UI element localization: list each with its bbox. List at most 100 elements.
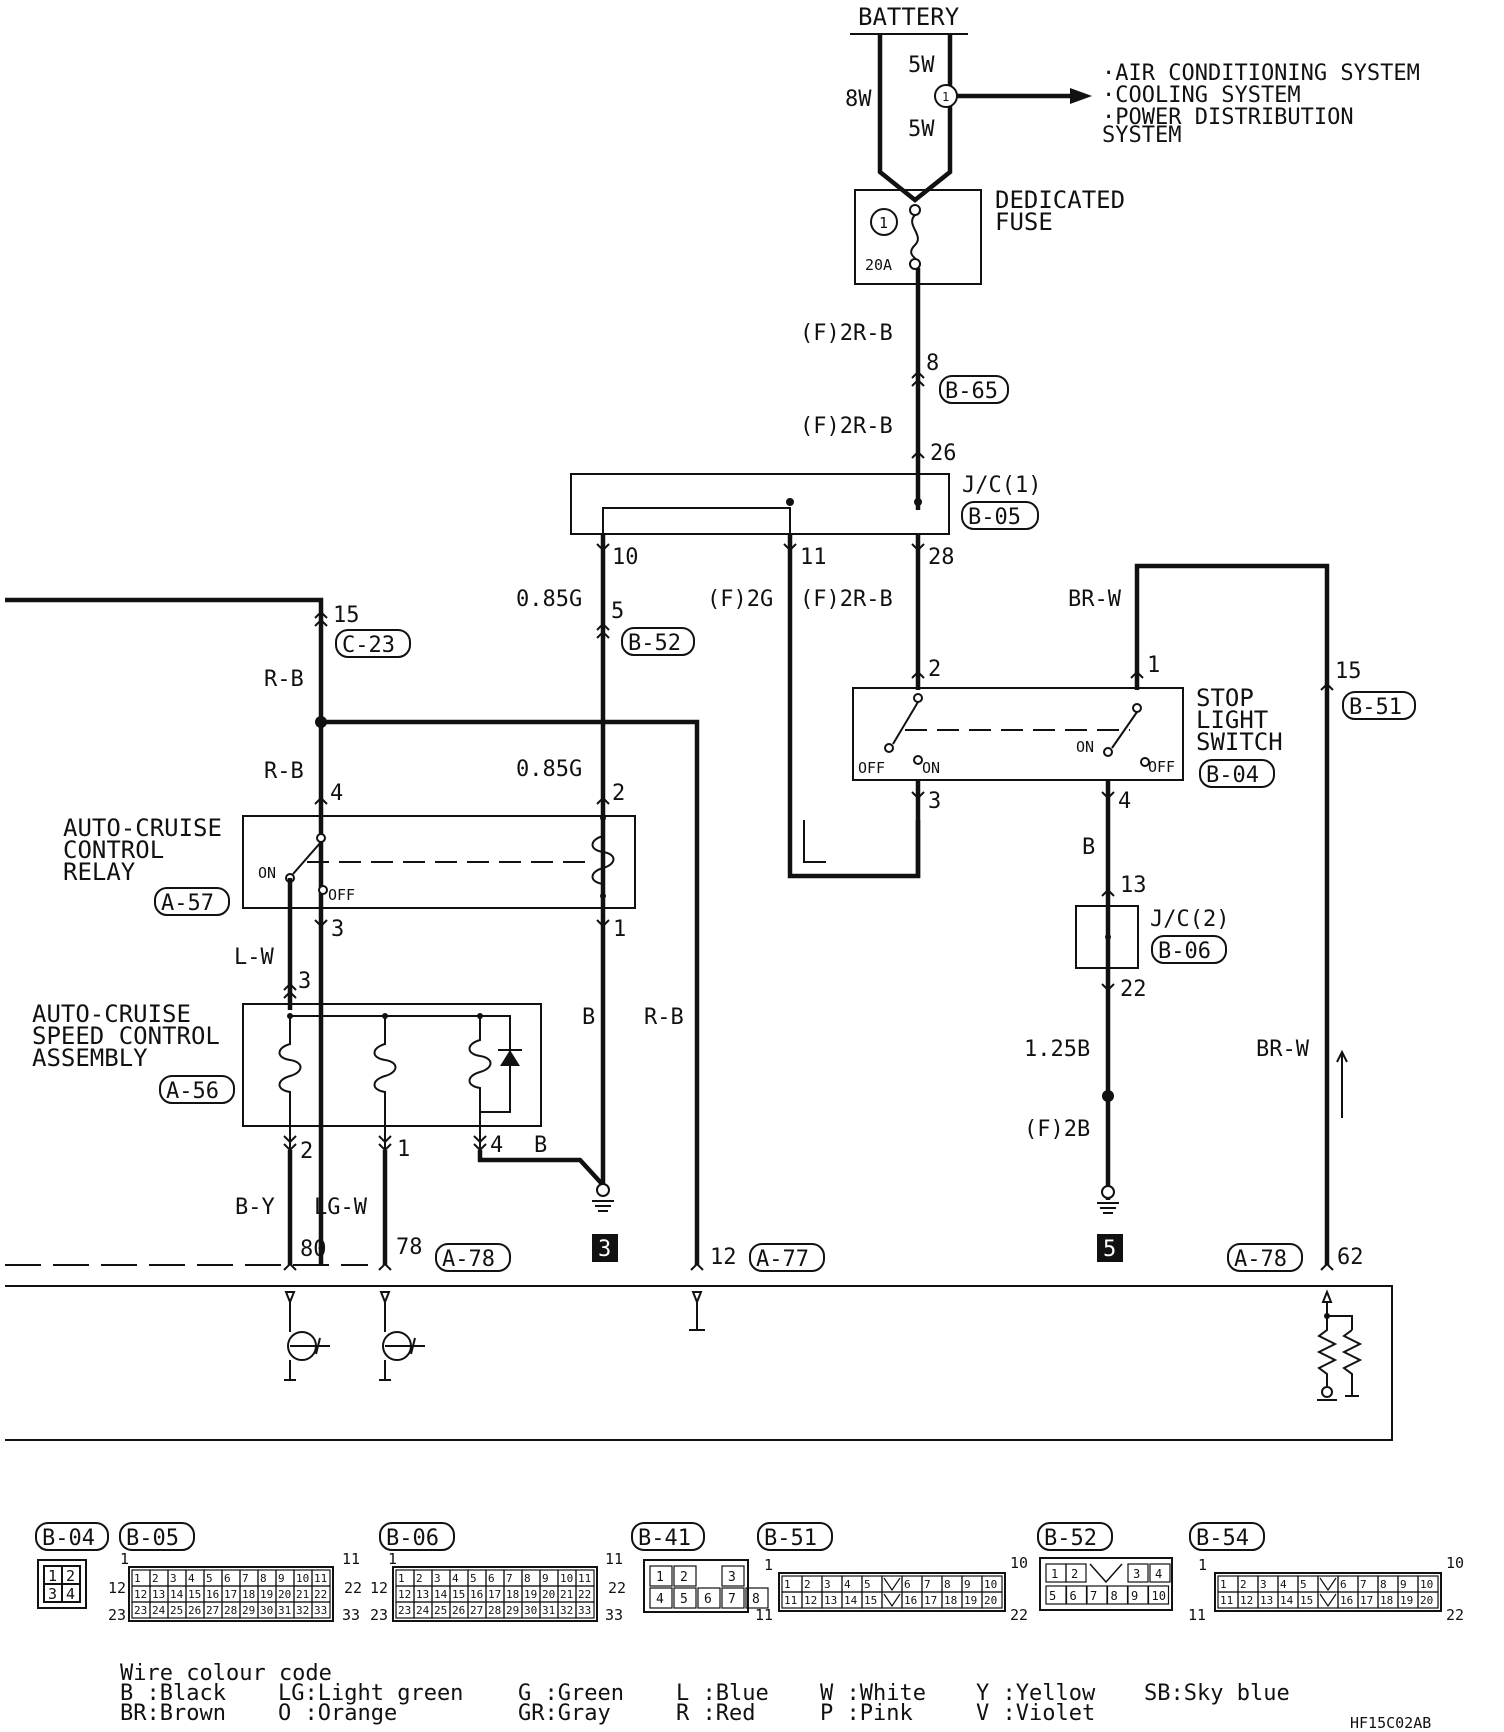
- ground-5-number: 5: [1103, 1237, 1116, 1262]
- svg-text:B-65: B-65: [945, 379, 998, 404]
- svg-text:10: 10: [1010, 1554, 1028, 1572]
- jc2-label: J/C(2): [1150, 907, 1229, 932]
- connector-pin-number: 14: [1280, 1594, 1294, 1607]
- dest-ac: ·AIR CONDITIONING SYSTEM: [1102, 61, 1420, 86]
- svg-text:A-56: A-56: [166, 1079, 219, 1104]
- connector-pin-number: 8: [1111, 1589, 1118, 1603]
- wire-brw-2: BR-W: [1256, 1037, 1310, 1062]
- pin-80: 80: [300, 1237, 327, 1262]
- connector-pin-number: 20: [1420, 1594, 1433, 1607]
- connector-pin-number: 23: [398, 1604, 411, 1617]
- legend-l: L :Blue: [676, 1681, 769, 1706]
- connector-pin-number: 1: [784, 1578, 791, 1591]
- connector-pin-number: 3: [824, 1578, 831, 1591]
- assembly-title-1: AUTO-CRUISE: [32, 1000, 191, 1028]
- connector-pin-number: 2: [1240, 1578, 1247, 1591]
- cv-label-b06: B-06: [379, 1522, 455, 1551]
- wire-by: B-Y: [235, 1195, 275, 1220]
- switch-on-left: ON: [922, 759, 940, 777]
- connector-pin-number: 15: [452, 1588, 465, 1601]
- connector-b06: B-06: [1151, 935, 1227, 964]
- connector-pin-number: 7: [1360, 1578, 1367, 1591]
- connector-cell: [721, 1587, 745, 1609]
- svg-text:2: 2: [66, 1567, 75, 1585]
- wire-5w-bottom: 5W: [908, 117, 935, 142]
- connector-pin-number: 5: [470, 1572, 477, 1585]
- connector-cell: [697, 1587, 721, 1609]
- connector-pin-number: 27: [206, 1604, 219, 1617]
- connector-pin-number: 20: [542, 1588, 555, 1601]
- connector-pin-number: 19: [524, 1588, 537, 1601]
- connector-cell: [1149, 1563, 1171, 1583]
- connector-pin-number: 8: [1380, 1578, 1387, 1591]
- connector-pin-number: 11: [314, 1572, 327, 1585]
- connector-pin-number: 11: [784, 1594, 797, 1607]
- legend-br: BR:Brown: [120, 1701, 226, 1726]
- legend-v: V :Violet: [976, 1701, 1095, 1726]
- svg-text:B-52: B-52: [628, 631, 681, 656]
- auto-cruise-speed-control-assembly: 3 AUTO-CRUISE SPEED CONTROL ASSEMBLY A-5…: [32, 969, 542, 1164]
- connector-pin-number: 10: [560, 1572, 573, 1585]
- connector-pin-number: 8: [260, 1572, 267, 1585]
- connector-pin-number: 11: [578, 1572, 591, 1585]
- connector-pin-number: 22: [314, 1588, 327, 1601]
- connector-pin-number: 7: [1090, 1589, 1097, 1603]
- connector-pin-number: 32: [560, 1604, 573, 1617]
- cv-label-b54: B-54: [1189, 1522, 1265, 1551]
- joint-connector-2: J/C(2) B-06: [1075, 905, 1229, 969]
- connector-pin-number: 16: [1340, 1594, 1353, 1607]
- connector-pin-number: 14: [844, 1594, 858, 1607]
- diagram-code: HF15C02AB: [1350, 1714, 1431, 1732]
- connector-pin-number: 10: [296, 1572, 309, 1585]
- ground-3: 3: [592, 1183, 618, 1262]
- connector-pin-number: 20: [278, 1588, 291, 1601]
- svg-text:10: 10: [1446, 1554, 1464, 1572]
- connector-a78-right: A-78: [1227, 1243, 1303, 1272]
- connector-cell: [673, 1565, 697, 1587]
- svg-text:A-57: A-57: [161, 891, 214, 916]
- connector-pin-number: 19: [260, 1588, 273, 1601]
- wire-b-1: B: [1082, 835, 1095, 860]
- connector-pin-number: 13: [1260, 1594, 1273, 1607]
- assembly-pin-1: 1: [397, 1137, 410, 1162]
- wire-colour-legend: Wire colour code B :Black LG:Light green…: [120, 1661, 1290, 1726]
- connector-pin-number: 5: [1049, 1589, 1056, 1603]
- switch-off-right: OFF: [1148, 758, 1175, 776]
- connector-pin-number: 17: [924, 1594, 937, 1607]
- connector-pin-number: 4: [188, 1572, 195, 1585]
- svg-text:A-77: A-77: [756, 1247, 809, 1272]
- pin-1-switch: 1: [1147, 653, 1160, 678]
- connector-pin-number: 17: [488, 1588, 501, 1601]
- cv-label-b52: B-52: [1037, 1522, 1113, 1551]
- connector-cell: [1127, 1563, 1149, 1583]
- assembly-title-2: SPEED CONTROL: [32, 1022, 220, 1050]
- legend-w: W :White: [820, 1681, 926, 1706]
- svg-text:1: 1: [388, 1550, 397, 1568]
- cv-label-b51: B-51: [757, 1522, 833, 1551]
- legend-title: Wire colour code: [120, 1661, 332, 1686]
- connector-pin-number: 16: [904, 1594, 917, 1607]
- svg-text:B-04: B-04: [42, 1526, 95, 1551]
- relay-pin-4: 4: [330, 781, 343, 806]
- connector-pin-number: 18: [242, 1588, 255, 1601]
- connector-pin-number: 26: [188, 1604, 201, 1617]
- connector-pin-number: 10: [1152, 1589, 1166, 1603]
- wire-5w-top: 5W: [908, 53, 935, 78]
- svg-text:B-05: B-05: [126, 1526, 179, 1551]
- pin-26: 26: [930, 441, 957, 466]
- connector-pin-number: 8: [524, 1572, 531, 1585]
- wire-f2b: (F)2B: [1024, 1117, 1090, 1142]
- wire-085g-2: 0.85G: [516, 757, 582, 782]
- svg-text:B-04: B-04: [1206, 763, 1259, 788]
- svg-text:B-54: B-54: [1196, 1526, 1249, 1551]
- pin-15-c23: 15: [333, 603, 360, 628]
- battery-label: BATTERY: [858, 3, 960, 31]
- svg-text:11: 11: [605, 1550, 623, 1568]
- dedicated-fuse: 1 20A DEDICATED FUSE: [854, 186, 1125, 285]
- connector-pin-number: 6: [1340, 1578, 1347, 1591]
- svg-text:B-06: B-06: [386, 1526, 439, 1551]
